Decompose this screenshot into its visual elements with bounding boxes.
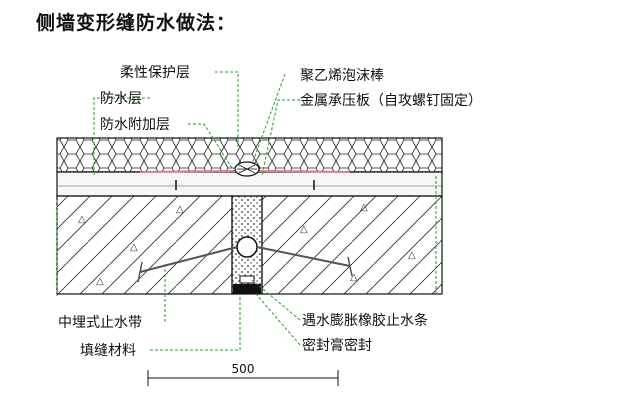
svg-text:△: △: [360, 202, 368, 213]
svg-text:△: △: [176, 204, 184, 215]
concrete-wall-right: △ △ △ △: [261, 195, 443, 295]
dimension-line: [147, 370, 339, 386]
label-foam-rod: 聚乙烯泡沫棒: [300, 68, 384, 84]
foam-rod: [234, 161, 260, 177]
page-title: 侧墙变形缝防水做法：: [36, 12, 237, 34]
label-filler: 填缝材料: [80, 343, 136, 359]
svg-text:△: △: [78, 214, 86, 225]
label-embedded-waterstop: 中埋式止水带: [58, 315, 142, 331]
label-swelling-strip: 遇水膨胀橡胶止水条: [302, 312, 428, 329]
label-sealant: 密封膏密封: [302, 337, 372, 354]
label-additional-waterproof-layer: 防水附加层: [100, 117, 170, 133]
leader-lines: [56, 71, 437, 351]
svg-text:△: △: [408, 250, 416, 261]
label-waterproof-layer: 防水层: [100, 91, 142, 107]
expansion-joint: [137, 195, 353, 295]
dimension-label: 500: [232, 362, 255, 376]
svg-text:△: △: [300, 224, 308, 235]
concrete-wall-left: △ △ △ △: [56, 195, 233, 295]
label-protective-layer: 柔性保护层: [120, 65, 190, 81]
label-metal-plate: 金属承压板（自攻螺钉固定）: [300, 93, 482, 109]
svg-text:△: △: [96, 276, 104, 287]
svg-text:△: △: [350, 272, 358, 283]
svg-text:△: △: [130, 242, 138, 253]
